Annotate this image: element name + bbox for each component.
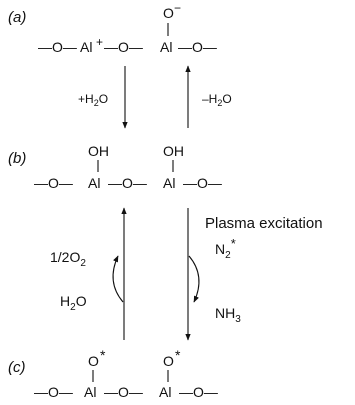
hydration-arrows: +H2O –H2O — [78, 65, 232, 129]
stage-b-al-1: Al — [88, 175, 100, 191]
stage-b-al-2: Al — [163, 175, 175, 191]
stage-c-label: (c) — [8, 359, 26, 376]
ammonia-label: NH3 — [215, 305, 241, 325]
stage-c-oxygen-2: O — [163, 353, 174, 369]
stage-c-bridge-1: —O— — [34, 384, 73, 400]
stage-a-structure: O − —O— Al + —O— Al —O— — [38, 1, 217, 55]
plasma-arrows: Plasma excitation N2* NH3 1/2O2 H2O — [50, 207, 323, 341]
stage-a-oxide-oxygen: O — [163, 5, 174, 21]
stage-b-structure: OH OH —O— Al —O— Al —O— — [34, 143, 222, 191]
water-label: H2O — [60, 293, 87, 313]
stage-c-al-1: Al — [84, 384, 96, 400]
stage-b-bridge-2: —O— — [108, 175, 147, 191]
stage-a-oxide-charge: − — [174, 1, 181, 15]
stage-a-al-2: Al — [160, 39, 172, 55]
stage-a-bridge-2: —O— — [104, 39, 143, 55]
stage-c-bridge-3: —O— — [179, 384, 218, 400]
stage-c-structure: O * O * —O— Al —O— Al —O— — [34, 347, 218, 400]
water-consumed-curve — [112, 255, 124, 303]
stage-c-radical-1: * — [100, 347, 106, 363]
remove-water-label: –H2O — [202, 92, 232, 108]
stage-c-al-2: Al — [159, 384, 171, 400]
stage-b-label: (b) — [8, 150, 26, 167]
stage-a-bridge-3: —O— — [178, 39, 217, 55]
stage-a-al-charge: + — [96, 35, 103, 49]
stage-b-hydroxyl-2: OH — [163, 143, 184, 159]
stage-b-hydroxyl-1: OH — [88, 143, 109, 159]
plasma-excitation-label: Plasma excitation — [205, 215, 323, 232]
stage-a-al-1: Al — [80, 39, 92, 55]
nitrogen-consumed-curve — [188, 255, 200, 303]
excited-nitrogen-label: N2* — [215, 236, 236, 261]
stage-c-bridge-2: —O— — [104, 384, 143, 400]
add-water-label: +H2O — [78, 92, 108, 108]
half-oxygen-label: 1/2O2 — [50, 249, 86, 269]
stage-b-bridge-3: —O— — [183, 175, 222, 191]
stage-c-radical-2: * — [175, 347, 181, 363]
stage-b-bridge-1: —O— — [34, 175, 73, 191]
stage-c-oxygen-1: O — [88, 353, 99, 369]
stage-a-label: (a) — [8, 9, 26, 26]
stage-a-bridge-1: —O— — [38, 39, 77, 55]
